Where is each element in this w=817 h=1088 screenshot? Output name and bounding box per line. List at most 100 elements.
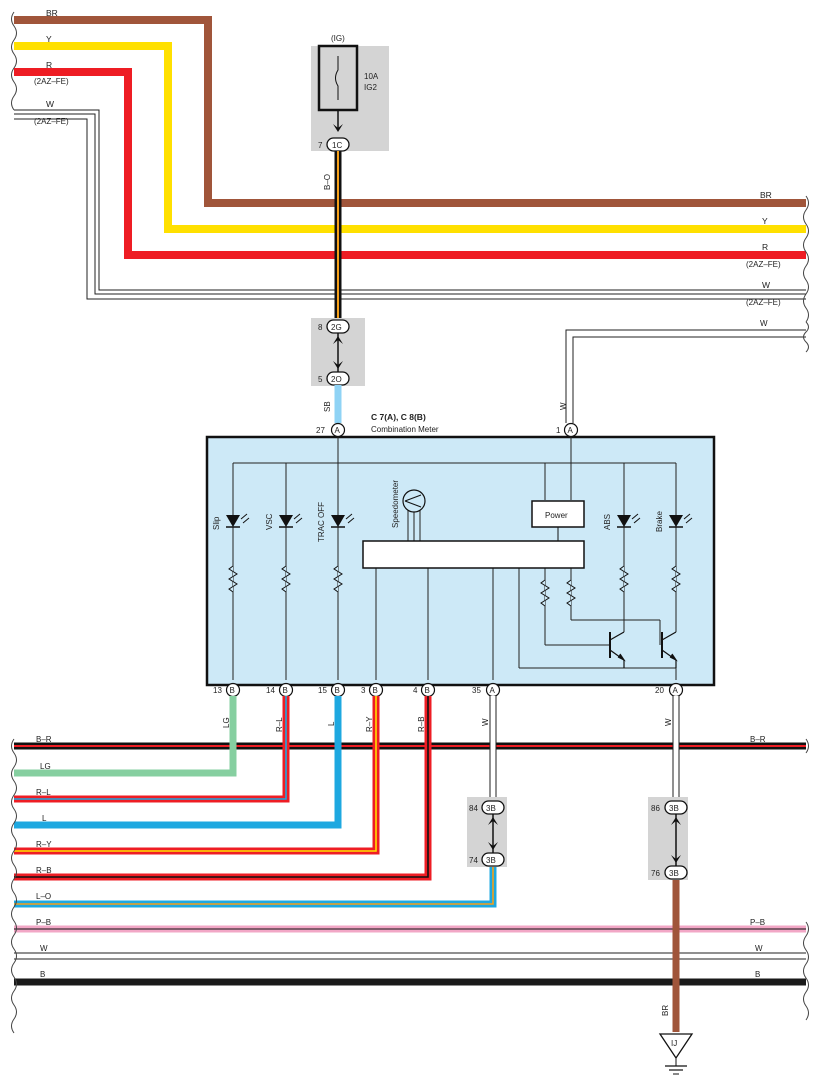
wire-label-y-left: Y: [46, 34, 52, 44]
connector-3b-right: 3B 86 3B 76: [648, 797, 688, 880]
pin-35-conn: A: [490, 686, 496, 695]
pin-14-conn: B: [283, 686, 288, 695]
wire-label-b-r-left: B–R: [36, 735, 52, 744]
wire-sub-r-right: (2AZ–FE): [746, 260, 781, 269]
pin-3-conn: B: [373, 686, 378, 695]
resistor-abs-icon: [619, 565, 629, 593]
connector-3b-right-bottom-pin: 76: [651, 869, 660, 878]
fuse-element-icon: [335, 56, 339, 100]
wire-label-br-ground: BR: [661, 1005, 670, 1016]
pin-13-conn: B: [230, 686, 235, 695]
connector-3b-left: 3B 84 3B 74: [467, 797, 507, 867]
connector-arrow-up-icon: [333, 336, 343, 344]
pin-4-conn: B: [425, 686, 430, 695]
pin-14-label: 14: [266, 686, 275, 695]
led-trac-off-icon: [331, 513, 355, 528]
wire-label-w-right: W: [755, 944, 763, 953]
wire-label-p-b-right: P–B: [750, 918, 765, 927]
led-brake-icon: [669, 513, 693, 528]
pin-27-conn-label: A: [335, 426, 341, 435]
connector-2g-label: 2G: [331, 323, 342, 332]
wire-label-lg: LG: [40, 762, 51, 771]
wire-break-right-top: [803, 195, 809, 323]
wire-w-top: [14, 109, 806, 300]
ground-label: IJ: [671, 1039, 677, 1048]
fuse-pin-label: 7: [318, 141, 323, 150]
wire-break-right-w: [803, 321, 809, 353]
wire-label-w-vertical: W: [559, 402, 568, 410]
resistor-vsc-icon: [281, 565, 291, 593]
wire-label-br-left: BR: [46, 8, 58, 18]
wire-label-b-right: B: [755, 970, 760, 979]
resistor-brake-icon: [671, 565, 681, 593]
pin-1-conn-label: A: [568, 426, 574, 435]
transistor-brake: [661, 631, 678, 668]
wire-l: [14, 696, 342, 829]
wire-label-br-right: BR: [760, 190, 772, 200]
wire-break-left-top: [11, 11, 17, 111]
wire-sub-w-right: (2AZ–FE): [746, 298, 781, 307]
wire-break-right-bottom: [803, 738, 809, 1021]
wire-label-y-right: Y: [762, 216, 768, 226]
fuse-name: IG2: [364, 83, 377, 92]
pin-1-label: 1: [556, 426, 561, 435]
wire-label-r-left: R: [46, 60, 52, 70]
wire-label-lg-vertical: LG: [222, 717, 231, 728]
bottom-harness: LG R–L L R–Y R–B W W BR B–R B–R LG R–L L…: [11, 696, 809, 1034]
wire-l-o: [14, 866, 497, 908]
ground-triangle-icon: [658, 1033, 694, 1060]
pin-15-conn: B: [335, 686, 340, 695]
arrow-down-icon: [671, 855, 681, 863]
wire-label-w-pin20: W: [664, 718, 673, 726]
wire-label-w-left: W: [46, 99, 54, 109]
pin-20-label: 20: [655, 686, 664, 695]
resistor-right-ic-icon: [566, 579, 576, 607]
wire-label-l-vertical: L: [327, 721, 336, 726]
connector-3b-left-bottom-conn: 3B: [486, 856, 496, 865]
wire-y-top: [14, 42, 806, 233]
wire-label-b-o: B–O: [323, 174, 332, 190]
arrow-up-icon: [671, 817, 681, 825]
wire-label-l-o: L–O: [36, 892, 51, 901]
wire-label-r-y-vertical: R–Y: [365, 716, 374, 732]
wire-label-w-left: W: [40, 944, 48, 953]
wire-label-p-b-left: P–B: [36, 918, 51, 927]
lamp-label-trac-off: TRAC OFF: [317, 502, 326, 542]
led-abs-icon: [617, 513, 641, 528]
fuse-ig-label: (IG): [331, 34, 345, 43]
pin-1-connector: [563, 422, 579, 438]
connector-3b-right-bottom-conn: 3B: [669, 869, 679, 878]
junction-bottom-pin: 5: [318, 375, 323, 384]
wire-lg: [14, 696, 237, 777]
led-vsc-icon: [279, 513, 303, 528]
wire-label-r-right: R: [762, 242, 768, 252]
fuse-block: (IG) 10A IG2 1C 7: [311, 34, 389, 152]
wire-label-w-pin35: W: [481, 718, 490, 726]
junction-2g-2o: 2G 8 2O 5: [311, 318, 365, 386]
wire-label-r-l: R–L: [36, 788, 51, 797]
connector-3b-left-bottom-pin: 74: [469, 856, 478, 865]
wire-break-left-bottom: [11, 738, 17, 1034]
wire-label-r-b-vertical: R–B: [417, 716, 426, 732]
connector-arrow-icon: [333, 124, 343, 132]
arrow-up-icon: [488, 817, 498, 825]
transistor-abs: [609, 631, 626, 668]
pin-13-label: 13: [213, 686, 222, 695]
wire-sub-w-left: (2AZ–FE): [34, 117, 69, 126]
bottom-pin-connectors: [225, 682, 684, 698]
pin-35-label: 35: [472, 686, 481, 695]
wire-label-b-r-right: B–R: [750, 735, 766, 744]
wire-label-r-l-vertical: R–L: [275, 717, 284, 732]
meter-ic: [362, 540, 585, 569]
wire-w-meter-feed: [565, 329, 806, 423]
pin-4-label: 4: [413, 686, 418, 695]
connector-2o-label: 2O: [331, 375, 342, 384]
wire-r-top: [14, 68, 806, 259]
wire-label-b-left: B: [40, 970, 45, 979]
wire-sub-r-left: (2AZ–FE): [34, 77, 69, 86]
power-box: [531, 500, 585, 528]
junction-top-pin: 8: [318, 323, 323, 332]
speedometer-label: Speedometer: [391, 480, 400, 528]
resistor-trac-icon: [333, 565, 343, 593]
wire-br-top: [14, 16, 806, 207]
